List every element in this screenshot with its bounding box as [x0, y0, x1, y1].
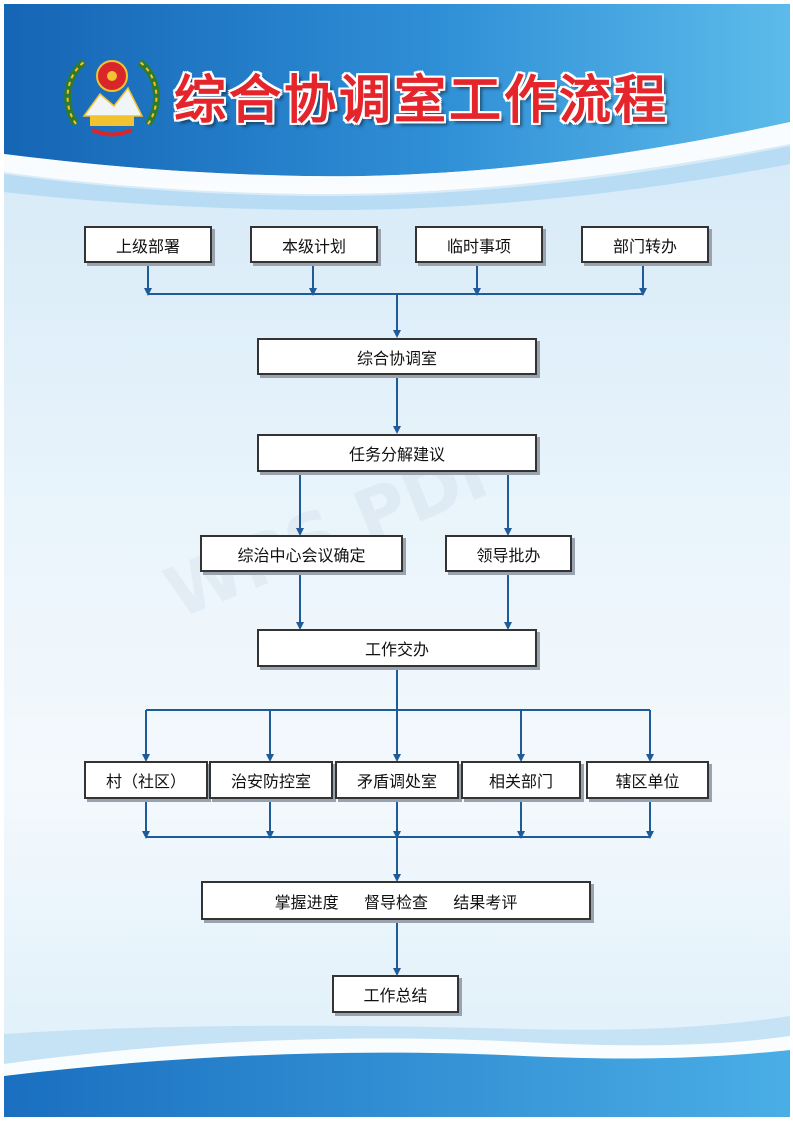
police-emblem-logo: [64, 59, 160, 137]
node-unit-5: 辖区单位: [586, 761, 709, 799]
node-source-2: 本级计划: [250, 226, 378, 263]
node-unit-1: 村（社区）: [84, 761, 208, 799]
node-analysis: 任务分解建议: [257, 434, 537, 472]
flow-connectors: [142, 262, 654, 976]
background-waves: [4, 4, 790, 1117]
node-center: 综合协调室: [257, 338, 537, 375]
page-title: 综合协调室工作流程: [174, 70, 670, 131]
node-unit-3: 矛盾调处室: [335, 761, 459, 799]
node-supervise: 掌握进度 督导检查 结果考评: [201, 881, 591, 920]
node-unit-2: 治安防控室: [209, 761, 333, 799]
node-source-1: 上级部署: [84, 226, 212, 263]
node-unit-4: 相关部门: [461, 761, 581, 799]
node-summary: 工作总结: [332, 975, 459, 1013]
node-decision-right: 领导批办: [445, 535, 572, 572]
poster: 综合协调室工作流程 WPS PDF: [4, 4, 790, 1117]
node-assign: 工作交办: [257, 629, 537, 667]
node-source-3: 临时事项: [415, 226, 543, 263]
node-source-4: 部门转办: [581, 226, 709, 263]
node-decision-left: 综治中心会议确定: [200, 535, 403, 572]
